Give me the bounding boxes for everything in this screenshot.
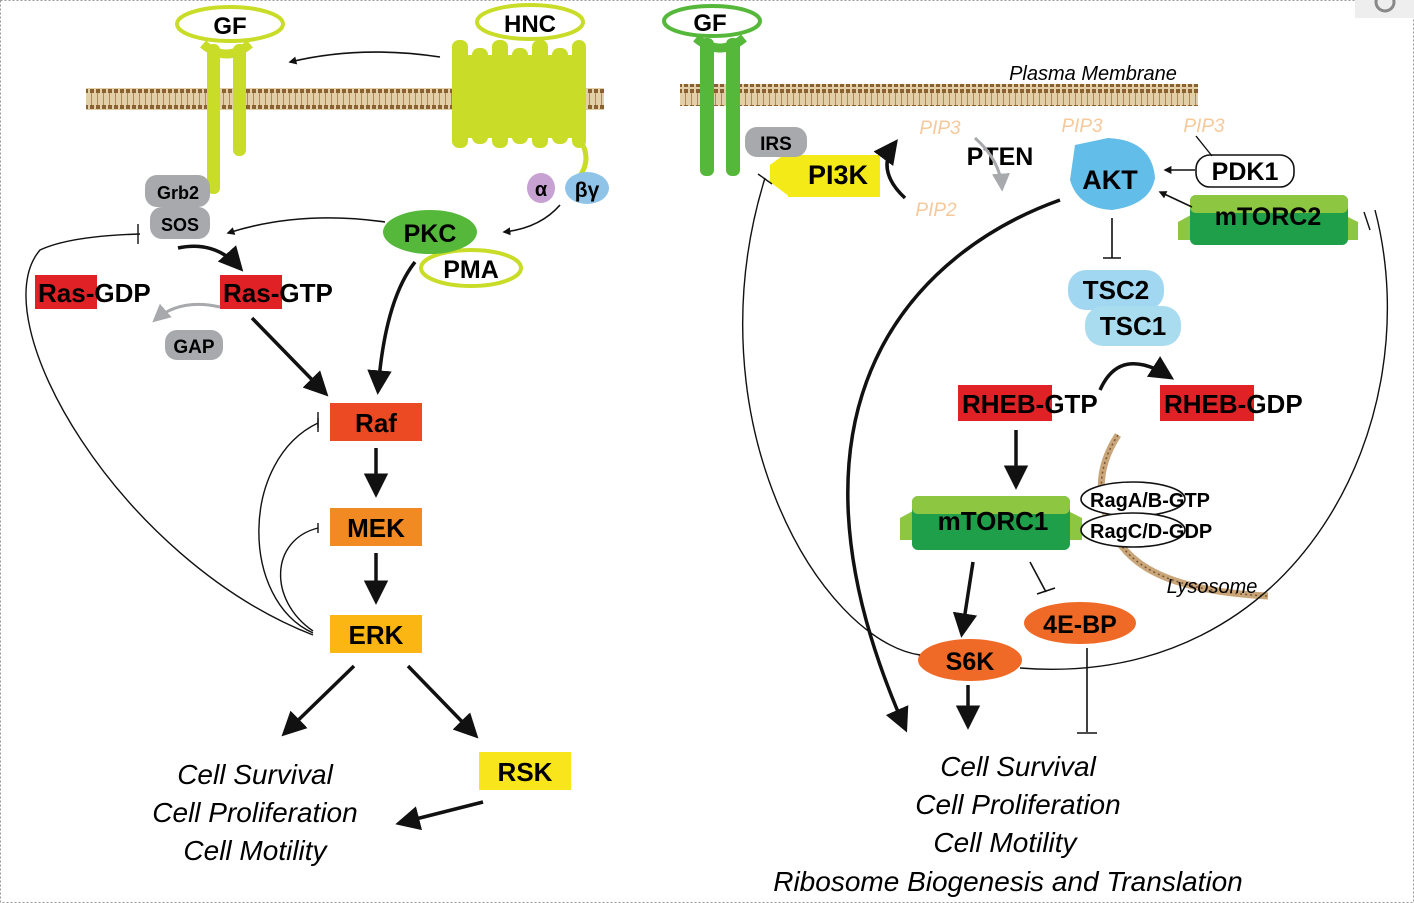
- right-outcome-1: Cell Survival: [940, 751, 1096, 782]
- left-arrows: [25, 51, 561, 831]
- pma-label: PMA: [443, 256, 499, 284]
- pi3k-pip-arrow: [873, 139, 907, 200]
- irs-label: IRS: [760, 134, 792, 155]
- hnc-receptor: [452, 40, 589, 178]
- ebp-node: [1024, 602, 1136, 644]
- pip3-label-c: PIP3: [1183, 116, 1225, 137]
- rheb-gdp-label: RHEB-GDP: [1164, 389, 1303, 419]
- pi3k-label: PI3K: [808, 160, 869, 190]
- pkc-node: [383, 210, 477, 254]
- left-gf-ligand: [175, 5, 285, 43]
- s6k-node: [918, 639, 1022, 681]
- sos-label: SOS: [161, 215, 199, 235]
- raf-node: [330, 403, 422, 441]
- left-panel: GF HNC α βγ Grb2 SOS PMA PKC: [25, 3, 609, 866]
- rheb-gtp-label: RHEB-GTP: [962, 389, 1098, 419]
- mtorc1-node: [900, 496, 1082, 550]
- tsc1-label: TSC1: [1100, 311, 1166, 341]
- tsc2-label: TSC2: [1083, 275, 1149, 305]
- erk-node: [330, 615, 422, 653]
- left-outcome-3: Cell Motility: [183, 835, 328, 866]
- right-outcome-2: Cell Proliferation: [915, 789, 1120, 820]
- g-alpha-subunit: [527, 173, 555, 203]
- pten-arrow: [974, 136, 1010, 192]
- hnc-ligand: [475, 3, 585, 41]
- g-beta-gamma-label: βγ: [575, 179, 600, 202]
- gap-label: GAP: [173, 337, 215, 358]
- rag-ab-label: RagA/B-GTP: [1090, 490, 1210, 512]
- grb2-label: Grb2: [157, 183, 199, 203]
- mtorc2-node: [1178, 195, 1358, 245]
- rag-cd-node: [1080, 512, 1186, 548]
- pi3k-node: [788, 155, 880, 197]
- pten-label: PTEN: [967, 143, 1034, 171]
- corner-control[interactable]: [1355, 0, 1414, 18]
- pip3-label-a: PIP3: [919, 118, 961, 139]
- gap-node: [165, 330, 223, 360]
- ras-gtp-ras-box: [220, 275, 282, 309]
- pi3k-notch: [770, 150, 790, 197]
- rsk-label: RSK: [498, 757, 553, 787]
- hnc-label: HNC: [504, 11, 556, 38]
- akt-label: AKT: [1082, 165, 1138, 195]
- irs-node: [745, 127, 807, 157]
- plasma-membrane-label: Plasma Membrane: [1009, 63, 1177, 85]
- rag-cd-label: RagC/D-GDP: [1090, 521, 1212, 543]
- pkc-label: PKC: [404, 220, 457, 248]
- ras-gdp-label: Ras-GDP: [38, 278, 151, 308]
- tsc2-node: [1068, 270, 1164, 310]
- ebp-label: 4E-BP: [1043, 611, 1117, 639]
- ras-gtp-label: Ras-GTP: [223, 278, 333, 308]
- pip3-label-b: PIP3: [1061, 116, 1103, 137]
- g-beta-gamma-subunit: [565, 172, 609, 204]
- mek-node: [330, 508, 422, 546]
- right-outcome-3: Cell Motility: [933, 827, 1078, 858]
- right-gf-label: GF: [693, 10, 726, 37]
- mek-label: MEK: [347, 513, 405, 543]
- left-gf-label: GF: [213, 13, 246, 40]
- rsk-node: [479, 752, 571, 790]
- right-outcome-4: Ribosome Biogenesis and Translation: [773, 866, 1243, 897]
- g-alpha-label: α: [535, 179, 548, 201]
- right-arrows: [742, 166, 1388, 734]
- ras-gdp-ras-box: [35, 275, 97, 309]
- left-gf-receptor: [200, 40, 253, 194]
- pma-node: [419, 248, 523, 288]
- tsc1-node: [1085, 306, 1181, 346]
- mtorc2-label: mTORC2: [1215, 203, 1322, 231]
- erk-label: ERK: [349, 620, 404, 650]
- right-plasma-membrane: [680, 84, 1198, 106]
- left-outcome-2: Cell Proliferation: [152, 797, 357, 828]
- sos-node: [150, 207, 210, 239]
- grb2-node: [145, 175, 210, 207]
- akt-node: [1070, 138, 1155, 210]
- right-panel: Plasma Membrane GF PI3K IRS PIP3 PIP2 PI…: [662, 4, 1388, 897]
- pip2-label: PIP2: [915, 200, 957, 221]
- left-outcome-1: Cell Survival: [177, 759, 333, 790]
- rheb-gdp-rheb-box: [1160, 385, 1254, 421]
- right-gf-receptor: [693, 34, 747, 176]
- lysosome-label: Lysosome: [1167, 576, 1258, 598]
- gap-arrow: [152, 302, 221, 323]
- refresh-icon[interactable]: [1374, 0, 1396, 13]
- pdk1-node: [1195, 154, 1295, 188]
- right-gf-ligand: [662, 4, 762, 38]
- raf-label: Raf: [355, 408, 397, 438]
- pdk1-label: PDK1: [1212, 158, 1279, 186]
- s6k-label: S6K: [946, 648, 995, 676]
- rheb-gtp-rheb-box: [958, 385, 1052, 421]
- mtorc1-label: mTORC1: [938, 506, 1049, 536]
